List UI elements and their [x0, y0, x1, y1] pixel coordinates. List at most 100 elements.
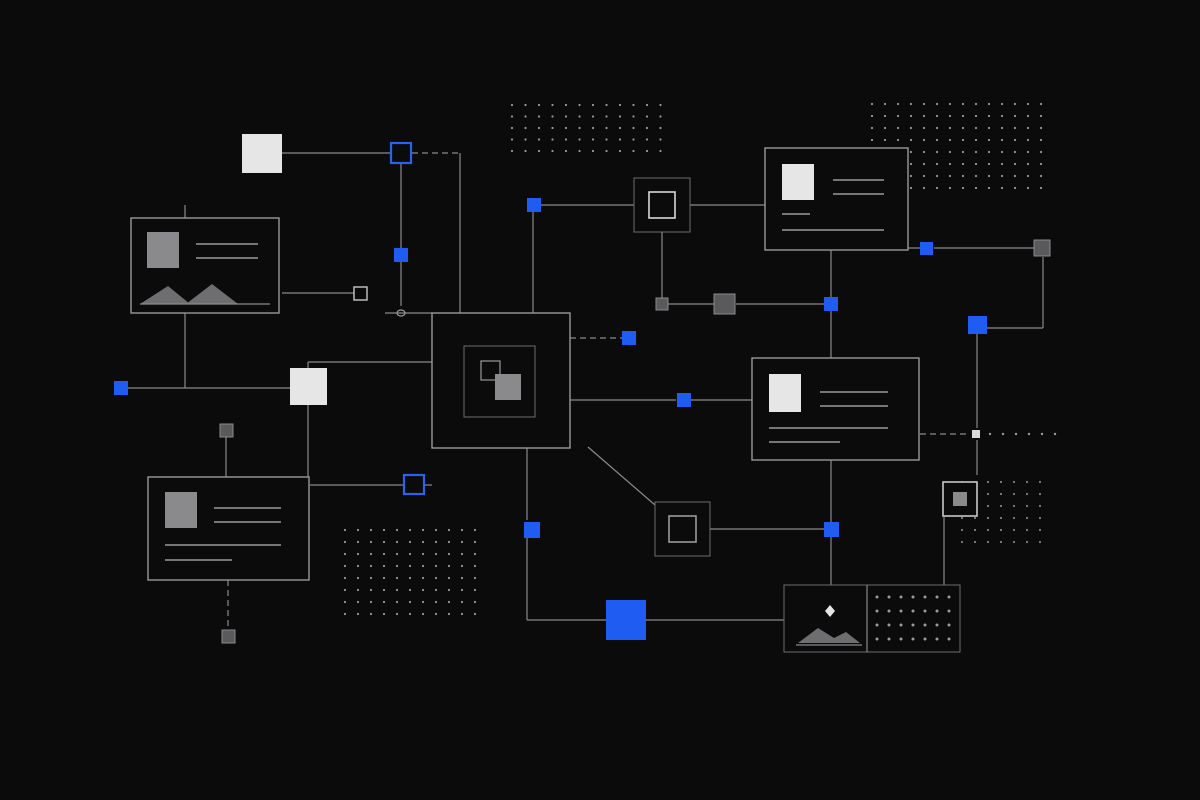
grid-dot: [948, 186, 952, 190]
central-hub: [431, 312, 571, 449]
grid-dot: [1026, 493, 1028, 495]
grid-dot: [883, 126, 887, 130]
grid-dot: [447, 528, 451, 532]
grid-dot: [408, 528, 412, 532]
grid-dot: [870, 126, 874, 130]
grid-dot: [974, 102, 978, 106]
grid-dot: [408, 600, 412, 604]
grid-dot: [659, 138, 662, 141]
grid-dot: [524, 149, 527, 153]
grid-dot: [578, 138, 581, 141]
grid-dot: [510, 115, 514, 118]
grid-dot: [987, 529, 989, 531]
gray-node: [1033, 239, 1051, 257]
grid-dot: [421, 564, 425, 568]
blue-outline-node: [402, 473, 426, 496]
grid-dot: [1000, 126, 1004, 130]
overlap-square-icon: [480, 360, 501, 381]
grid-dot: [988, 432, 992, 436]
grid-dot: [382, 564, 386, 568]
grid-dot: [947, 623, 951, 627]
grid-dot: [899, 637, 903, 641]
grid-dot: [1039, 102, 1043, 106]
grid-dot: [961, 517, 963, 519]
framed-node: [633, 177, 691, 233]
grid-dot: [1026, 114, 1030, 118]
grid-dot: [911, 609, 915, 613]
grid-dot: [645, 103, 649, 107]
grid-dot: [343, 564, 347, 568]
grid-dot: [923, 637, 927, 641]
grid-dot: [1013, 102, 1017, 106]
grid-dot: [537, 138, 541, 141]
image-placeholder-icon: [769, 374, 801, 412]
grid-dot: [343, 552, 347, 556]
grid-dot: [382, 588, 386, 592]
grid-dot: [1013, 541, 1015, 543]
grid-dot: [1039, 138, 1043, 142]
outline-node: [353, 286, 368, 301]
grid-dot: [922, 102, 926, 106]
grid-dot: [909, 126, 913, 130]
grid-dot: [460, 600, 464, 604]
grid-dot: [356, 612, 360, 616]
grid-dot: [1001, 432, 1005, 436]
grid-dot: [987, 186, 991, 190]
grid-dot: [645, 115, 649, 118]
card-top-left: [130, 217, 280, 314]
grid-dot: [408, 576, 412, 580]
gray-node: [655, 297, 669, 311]
grid-dot: [974, 517, 976, 519]
grid-dot: [1013, 114, 1017, 118]
gray-node: [713, 293, 736, 315]
grid-dot: [961, 114, 965, 118]
grid-dot: [382, 552, 386, 556]
grid-dot: [909, 114, 913, 118]
grid-dot: [1013, 517, 1015, 519]
grid-dot: [343, 528, 347, 532]
grid-dot: [987, 150, 991, 154]
connectors: [128, 152, 1044, 630]
grid-dot: [618, 149, 622, 153]
grid-dot: [922, 150, 926, 154]
grid-dot: [1013, 481, 1015, 483]
grid-dot: [1013, 529, 1015, 531]
grid-dot: [421, 552, 425, 556]
grid-dot: [922, 174, 926, 178]
grid-dot: [356, 564, 360, 568]
grid-dot: [935, 102, 939, 106]
grid-dot: [883, 138, 887, 142]
grid-dot: [632, 115, 635, 118]
grid-dot: [447, 576, 451, 580]
blue-outline-node: [389, 141, 413, 165]
grid-dot: [961, 529, 963, 531]
grid-dot: [1026, 138, 1030, 142]
blue-nodes: [114, 141, 987, 640]
grid-dot: [632, 138, 635, 141]
grid-dot: [369, 588, 373, 592]
grid-dot: [564, 115, 568, 118]
grid-dot: [935, 609, 939, 613]
grid-dot: [460, 552, 464, 556]
grid-dot: [382, 612, 386, 616]
grid-dot: [356, 576, 360, 580]
grid-dot: [356, 552, 360, 556]
grid-dot: [1000, 481, 1002, 483]
grid-dot: [909, 174, 913, 178]
grid-dot: [1000, 102, 1004, 106]
connector-dot: [396, 309, 406, 317]
grid-dot: [408, 564, 412, 568]
grid-dot: [1000, 529, 1002, 531]
grid-dot: [896, 114, 900, 118]
grid-dot: [1026, 541, 1028, 543]
grid-dot: [896, 102, 900, 106]
gray-node: [221, 629, 236, 644]
grid-dot: [447, 588, 451, 592]
grid-dot: [1000, 517, 1002, 519]
grid-dot: [591, 149, 595, 153]
grid-dot: [537, 115, 541, 118]
grid-dot: [447, 552, 451, 556]
grid-dot: [460, 528, 464, 532]
grid-dot: [896, 126, 900, 130]
grid-dot: [564, 126, 568, 130]
